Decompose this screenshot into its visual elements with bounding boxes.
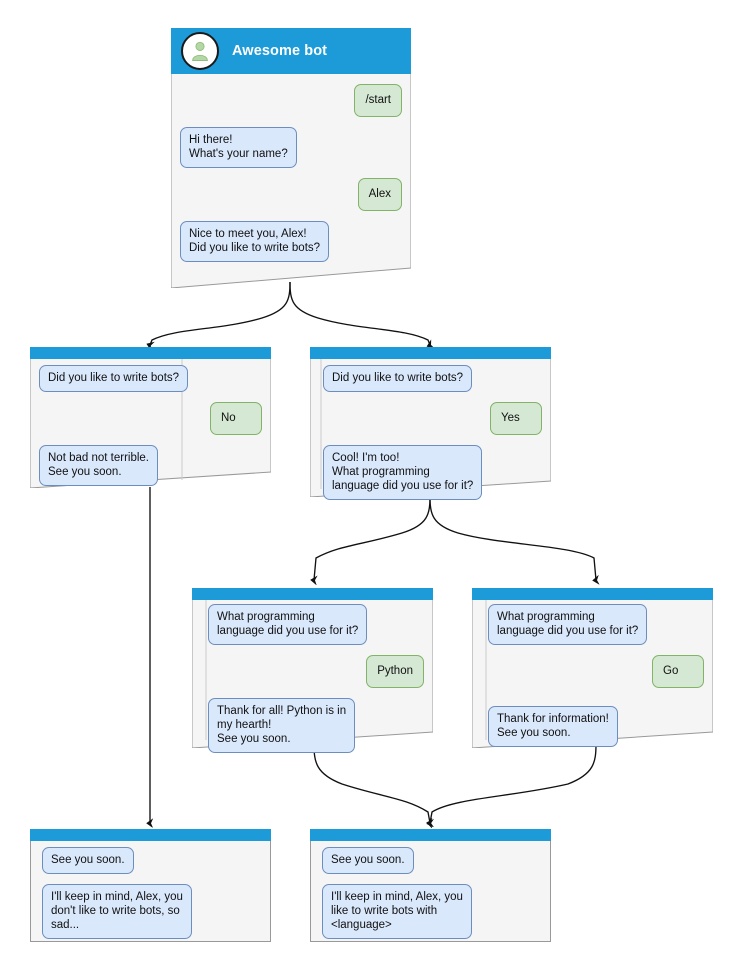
node-header-bar — [310, 347, 551, 359]
bot-message-bubble[interactable]: See you soon. — [322, 847, 414, 874]
chat-body-answer-yes: Did you like to write bots? Yes Cool! I'… — [310, 359, 551, 510]
bot-message-bubble[interactable]: Did you like to write bots? — [323, 365, 473, 392]
message-row: Hi there! What's your name? — [180, 127, 402, 168]
chat-body-lang-go: What programming language did you use fo… — [472, 600, 713, 757]
chat-body-lang-python: What programming language did you use fo… — [192, 600, 433, 763]
message-row: Did you like to write bots? — [39, 365, 262, 392]
chat-header-start: Awesome bot — [171, 28, 411, 74]
node-header-bar — [30, 347, 271, 359]
chat-body-answer-no: Did you like to write bots? No Not bad n… — [30, 359, 271, 496]
edge-start-to-no — [150, 281, 291, 345]
node-header-bar — [310, 829, 551, 841]
message-row: Python — [208, 655, 424, 688]
message-row: Did you like to write bots? — [323, 365, 542, 392]
message-row: What programming language did you use fo… — [208, 604, 424, 645]
node-lang-python[interactable]: What programming language did you use fo… — [192, 588, 433, 753]
bot-message-bubble[interactable]: Not bad not terrible. See you soon. — [39, 445, 159, 486]
chat-body-end-sad: See you soon. I'll keep in mind, Alex, y… — [30, 841, 271, 949]
person-glyph — [192, 41, 208, 61]
node-end-happy[interactable]: See you soon. I'll keep in mind, Alex, y… — [310, 829, 551, 942]
bot-message-bubble[interactable]: See you soon. — [42, 847, 134, 874]
node-header-bar — [472, 588, 713, 600]
user-message-bubble[interactable]: /start — [354, 84, 402, 117]
user-message-bubble[interactable]: No — [210, 402, 262, 435]
message-row: Yes — [323, 402, 542, 435]
user-message-bubble[interactable]: Python — [366, 655, 424, 688]
bot-message-bubble[interactable]: Hi there! What's your name? — [180, 127, 297, 168]
message-row: Thank for all! Python is in my hearth! S… — [208, 698, 424, 753]
message-row: See you soon. — [42, 847, 262, 874]
edge-start-to-yes — [289, 281, 430, 345]
message-row: Not bad not terrible. See you soon. — [39, 445, 262, 486]
message-row: I'll keep in mind, Alex, you don't like … — [42, 884, 262, 939]
message-row: I'll keep in mind, Alex, you like to wri… — [322, 884, 542, 939]
bot-message-bubble[interactable]: I'll keep in mind, Alex, you don't like … — [42, 884, 192, 939]
node-end-sad[interactable]: See you soon. I'll keep in mind, Alex, y… — [30, 829, 271, 942]
chat-body-start: /start Hi there! What's your name? Alex … — [171, 74, 411, 272]
bot-message-bubble[interactable]: I'll keep in mind, Alex, you like to wri… — [322, 884, 472, 939]
bot-message-bubble[interactable]: Nice to meet you, Alex! Did you like to … — [180, 221, 330, 262]
bot-message-bubble[interactable]: Cool! I'm too! What programming language… — [323, 445, 483, 500]
node-answer-no[interactable]: Did you like to write bots? No Not bad n… — [30, 347, 271, 488]
bot-name-label: Awesome bot — [232, 43, 328, 59]
message-row: See you soon. — [322, 847, 542, 874]
message-row: No — [39, 402, 262, 435]
user-message-bubble[interactable]: Alex — [357, 178, 402, 211]
user-message-bubble[interactable]: Go — [652, 655, 704, 688]
user-avatar-icon — [181, 32, 219, 70]
bot-message-bubble[interactable]: What programming language did you use fo… — [208, 604, 368, 645]
node-header-bar — [30, 829, 271, 841]
bot-message-bubble[interactable]: What programming language did you use fo… — [488, 604, 648, 645]
user-message-bubble[interactable]: Yes — [490, 402, 542, 435]
message-row: /start — [180, 84, 402, 117]
node-answer-yes[interactable]: Did you like to write bots? Yes Cool! I'… — [310, 347, 551, 500]
node-header-bar — [192, 588, 433, 600]
bot-message-bubble[interactable]: Did you like to write bots? — [39, 365, 189, 392]
message-row: Alex — [180, 178, 402, 211]
message-row: Thank for information! See you soon. — [488, 706, 704, 747]
node-lang-go[interactable]: What programming language did you use fo… — [472, 588, 713, 748]
message-row: Go — [488, 655, 704, 688]
message-row: Cool! I'm too! What programming language… — [323, 445, 542, 500]
node-start[interactable]: Awesome bot /start Hi there! What's your… — [171, 28, 411, 288]
message-row: What programming language did you use fo… — [488, 604, 704, 645]
chat-body-end-happy: See you soon. I'll keep in mind, Alex, y… — [310, 841, 551, 949]
bot-message-bubble[interactable]: Thank for all! Python is in my hearth! S… — [208, 698, 356, 753]
message-row: Nice to meet you, Alex! Did you like to … — [180, 221, 402, 262]
bot-message-bubble[interactable]: Thank for information! See you soon. — [488, 706, 618, 747]
